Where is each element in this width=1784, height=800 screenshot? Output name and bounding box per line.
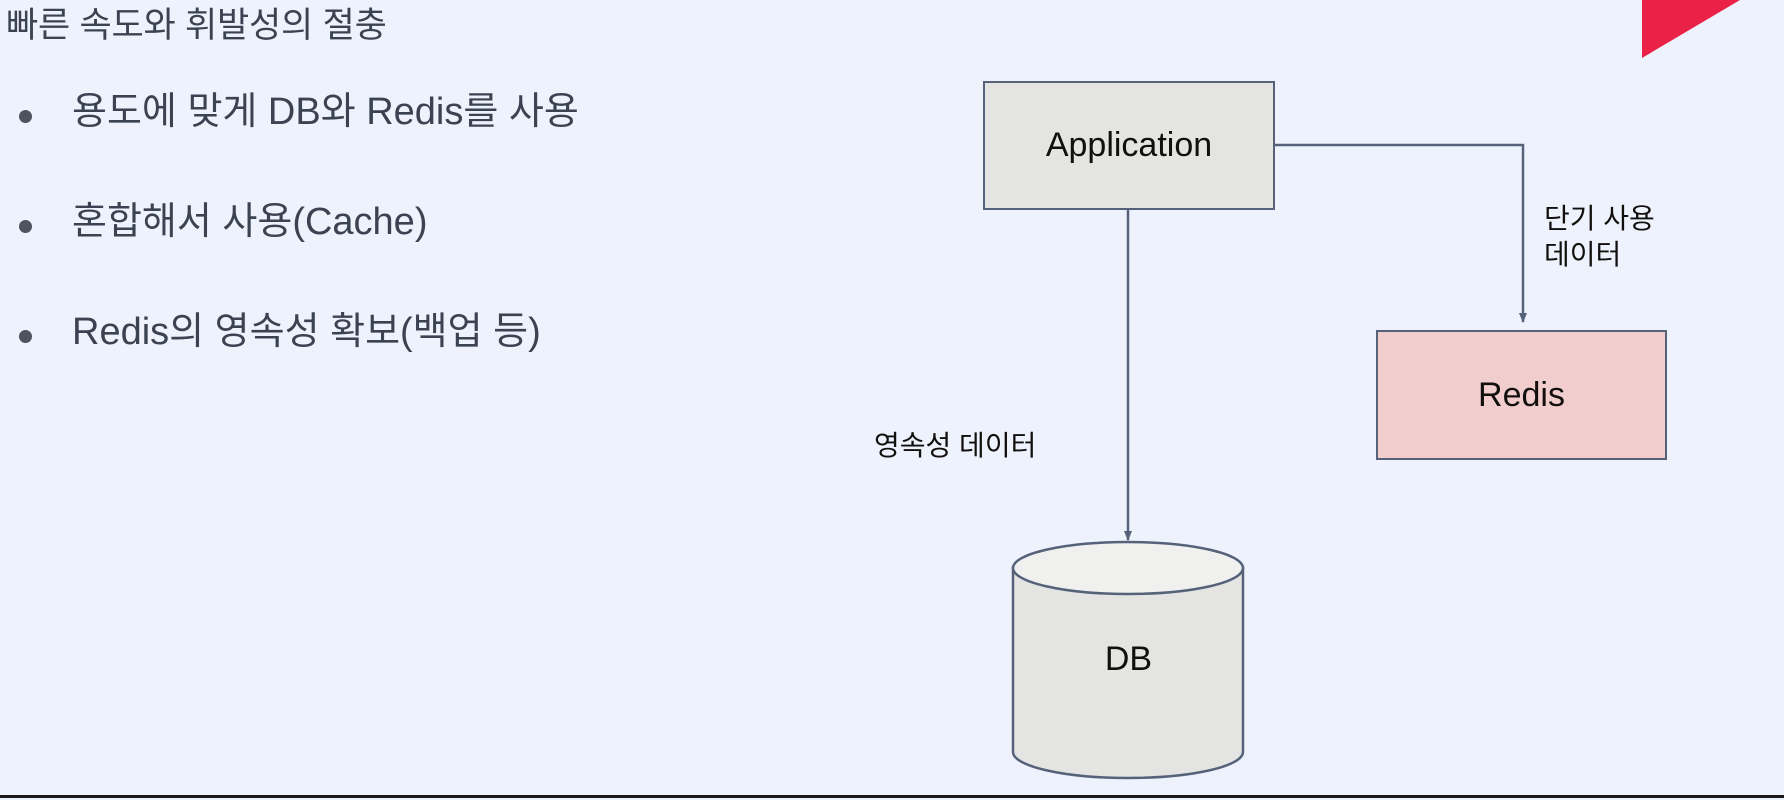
list-item-label: 용도에 맞게 DB와 Redis를 사용 [72, 91, 579, 133]
bullet-dot-icon [19, 110, 32, 123]
list-item: 혼합해서 사용(Cache) [0, 196, 840, 262]
list-item: Redis의 영속성 확보(백업 등) [0, 306, 840, 372]
diagram-node-application-label: Application [1045, 126, 1213, 164]
list-item-label: Redis의 영속성 확보(백업 등) [72, 311, 541, 353]
bullet-dot-icon [19, 330, 32, 343]
diagram-node-redis-label: Redis [1478, 375, 1565, 414]
list-item: 용도에 맞게 DB와 Redis를 사용 [0, 86, 840, 152]
bullet-list: 용도에 맞게 DB와 Redis를 사용 혼합해서 사용(Cache) Redi… [0, 86, 840, 416]
bottom-divider [0, 795, 1784, 798]
diagram-node-redis[interactable]: Redis [1376, 330, 1667, 460]
page-title: 빠른 속도와 휘발성의 절충 [6, 6, 387, 45]
bullet-dot-icon [19, 220, 32, 233]
edge-label-short-term-data: 단기 사용 데이터 [1544, 203, 1655, 270]
diagram-node-db[interactable]: DB [1013, 548, 1244, 776]
diagram-node-db-label: DB [1104, 640, 1153, 678]
edge-label-persistent-data: 영속성 데이터 [874, 430, 1037, 461]
diagram-node-application[interactable]: Application [983, 81, 1275, 210]
edge-application-to-redis [1275, 143, 1527, 323]
db-cylinder-shape [1011, 540, 1245, 780]
red-corner-triangle-decoration [1642, 0, 1740, 58]
list-item-label: 혼합해서 사용(Cache) [72, 201, 428, 243]
